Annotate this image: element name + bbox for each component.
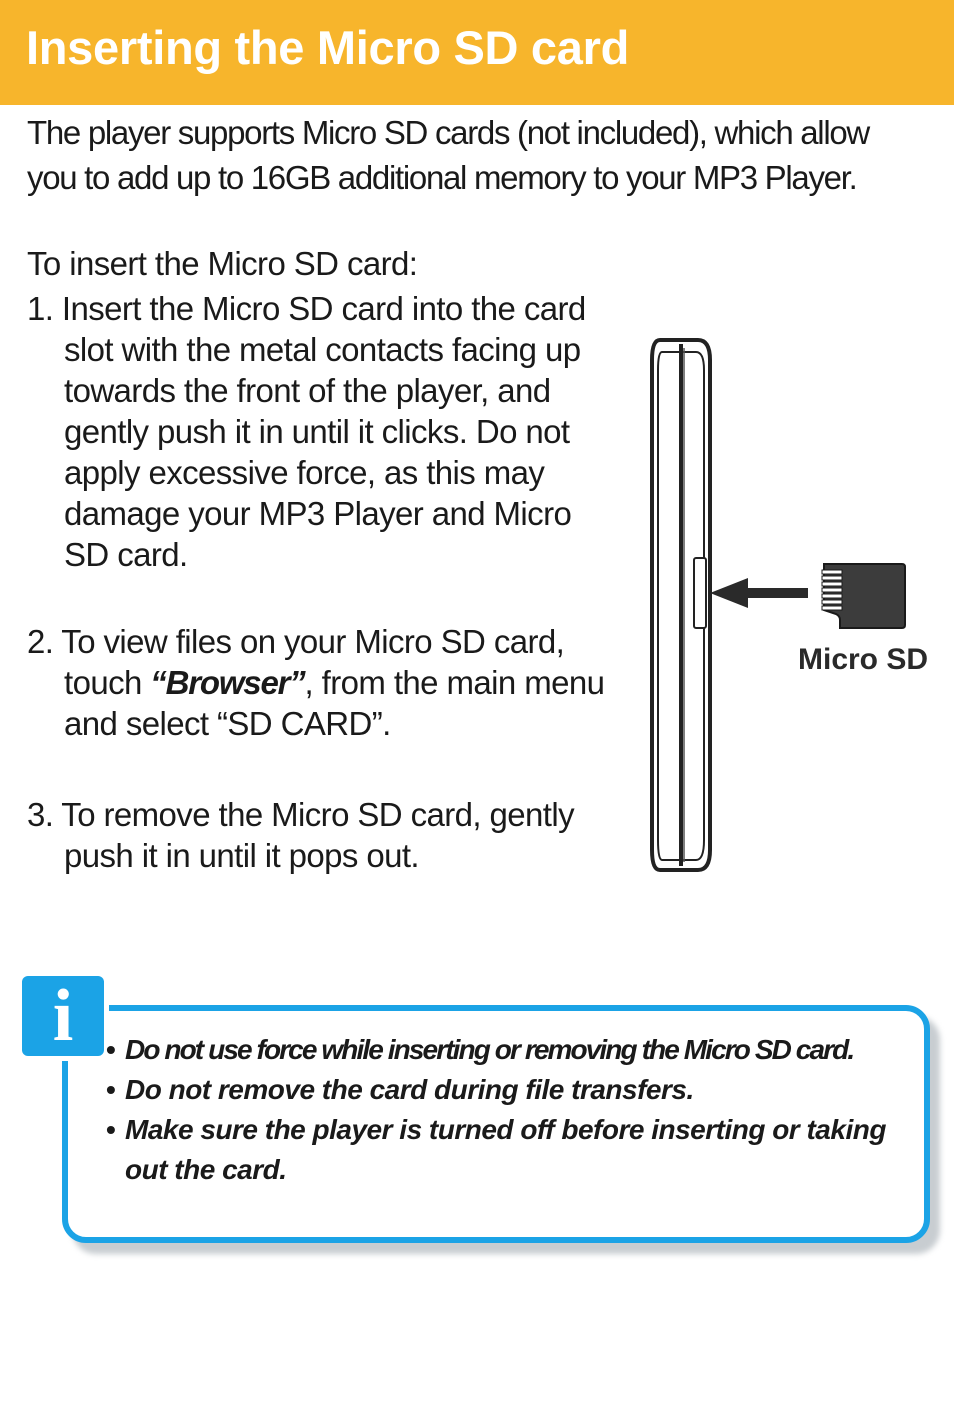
tip-item: Make sure the player is turned off befor…	[106, 1110, 926, 1190]
instructions: To insert the Micro SD card: 1. Insert t…	[27, 243, 627, 876]
player-diagram	[650, 338, 906, 872]
player-inner-outline	[657, 351, 705, 861]
page-header: Inserting the Micro SD card	[0, 0, 954, 105]
page-title: Inserting the Micro SD card	[26, 21, 630, 74]
tip-item: Do not use force while inserting or remo…	[106, 1030, 926, 1070]
intro-paragraph: The player supports Micro SD cards (not …	[27, 110, 942, 200]
tips-list: Do not use force while inserting or remo…	[106, 1030, 926, 1190]
step-2: 2. To view files on your Micro SD card, …	[27, 621, 627, 744]
browser-menu-name: “Browser”	[150, 664, 305, 701]
step-1-line: towards the front of the player, and	[64, 372, 551, 409]
step-3-first-line: 3. To remove the Micro SD card, gently	[27, 796, 575, 833]
step-1-line: slot with the metal contacts facing up	[64, 331, 581, 368]
step-1-first-line: 1. Insert the Micro SD card into the car…	[27, 290, 586, 327]
card-slot	[693, 557, 707, 629]
info-icon: i	[22, 976, 104, 1056]
step-2-first-line: 2. To view files on your Micro SD card,	[27, 623, 565, 660]
step-2-touch: touch	[64, 664, 151, 701]
step-1-line: SD card.	[64, 536, 188, 573]
instructions-lead: To insert the Micro SD card:	[27, 245, 418, 282]
step-2-line: touch “Browser”, from the main menu	[27, 662, 627, 703]
tip-item: Do not remove the card during file trans…	[106, 1070, 926, 1110]
micro-sd-card-icon	[823, 563, 906, 629]
step-2-rest: , from the main menu	[304, 664, 605, 701]
step-3-line: push it in until it pops out.	[64, 837, 420, 874]
step-1: 1. Insert the Micro SD card into the car…	[27, 288, 627, 575]
intro-line: you to add up to 16GB additional memory …	[27, 159, 858, 196]
step-2-line: and select “SD CARD”.	[64, 705, 391, 742]
player-side-illustration	[640, 330, 954, 890]
step-1-line: damage your MP3 Player and Micro	[64, 495, 572, 532]
insert-arrow-icon	[710, 578, 808, 608]
step-1-line: apply excessive force, as this may	[64, 454, 545, 491]
intro-line: The player supports Micro SD cards (not …	[27, 114, 870, 151]
micro-sd-label: Micro SD	[798, 643, 929, 676]
step-1-line: gently push it in until it clicks. Do no…	[64, 413, 570, 450]
step-3: 3. To remove the Micro SD card, gently p…	[27, 794, 627, 876]
card-contacts	[821, 569, 843, 611]
